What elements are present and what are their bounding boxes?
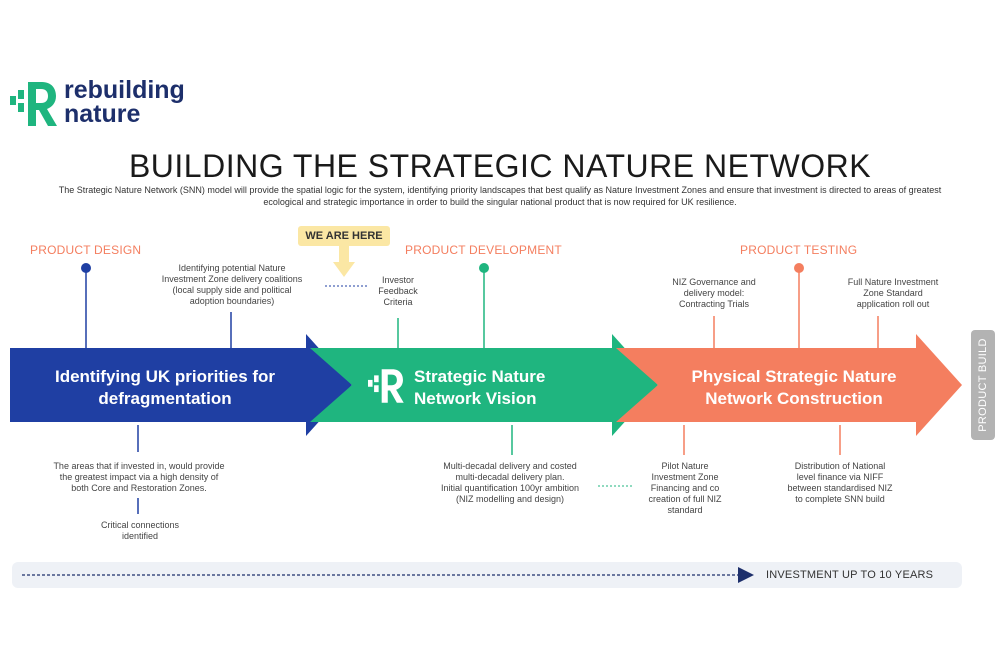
note-line: Feedback (378, 286, 418, 296)
arrow-3-line2: Network Construction (705, 389, 883, 408)
note-line: Full Nature Investment (847, 277, 939, 287)
arrow-1-label: Identifying UK priorities for defragment… (30, 366, 300, 410)
investment-label: INVESTMENT UP TO 10 YEARS (766, 569, 934, 581)
note-line: identified (121, 531, 159, 541)
page-title: BUILDING THE STRATEGIC NATURE NETWORK (128, 148, 872, 184)
note-national-finance: Distribution of National level finance v… (770, 461, 910, 505)
note-line: adoption boundaries) (189, 296, 275, 306)
rebuilding-nature-logo-icon (10, 82, 57, 126)
note-line: level finance via NIFF (796, 472, 884, 482)
logo-line2: nature (64, 100, 141, 128)
product-build-tab: PRODUCT BUILD (971, 330, 995, 440)
note-line: standard (667, 505, 703, 515)
stage-product-testing: PRODUCT TESTING (740, 243, 858, 257)
note-line: Investment Zone (651, 472, 719, 482)
product-build-label: PRODUCT BUILD (977, 338, 989, 432)
note-line: multi-decadal delivery plan. (455, 472, 565, 482)
note-line: Investment Zone delivery coalitions (161, 274, 303, 284)
note-delivery-plan: Multi-decadal delivery and costed multi-… (420, 461, 600, 505)
arrow-3-line1: Physical Strategic Nature (691, 367, 897, 386)
arrow-1-line1: Identifying UK priorities for (54, 367, 276, 386)
we-are-here-badge: WE ARE HERE (298, 226, 390, 246)
note-line: creation of full NIZ (648, 494, 722, 504)
note-line: Initial quantification 100yr ambition (440, 483, 580, 493)
logo-wordmark: rebuilding nature (64, 76, 185, 128)
note-line: Zone Standard (863, 288, 923, 298)
arrow-stage-2 (310, 334, 658, 436)
note-line: (NIZ modelling and design) (455, 494, 565, 504)
note-investor-feedback: Investor Feedback Criteria (364, 275, 432, 308)
note-line: the greatest impact via a high density o… (59, 472, 219, 482)
note-line: Financing and co (650, 483, 720, 493)
arrow-3-label: Physical Strategic Nature Network Constr… (662, 366, 926, 410)
arrow-stage-3 (616, 334, 962, 436)
arrow-2-label: Strategic Nature Network Vision (414, 366, 545, 410)
note-line: Identifying potential Nature (178, 263, 286, 273)
down-arrow-icon (333, 246, 355, 277)
arrow-2-line2: Network Vision (414, 389, 537, 408)
note-line: Distribution of National (794, 461, 886, 471)
note-niz-governance: NIZ Governance and delivery model: Contr… (650, 277, 778, 310)
note-line: The areas that if invested in, would pro… (53, 461, 225, 471)
process-arrows (10, 334, 962, 436)
arrow-stage-1 (10, 334, 352, 436)
note-line: (local supply side and political (172, 285, 292, 295)
note-full-niz-standard: Full Nature Investment Zone Standard app… (826, 277, 960, 310)
stage-product-design: PRODUCT DESIGN (30, 243, 142, 257)
arrow-2-line1: Strategic Nature (414, 367, 546, 386)
note-line: to complete SNN build (795, 494, 885, 504)
investment-arrow-icon (22, 567, 754, 583)
note-line: Criteria (383, 297, 413, 307)
note-critical-connections: Critical connections identified (80, 520, 200, 542)
note-delivery-coalitions: Identifying potential Nature Investment … (140, 263, 324, 307)
r-logo-icon (368, 369, 404, 403)
arrow-1-line2: defragmentation (98, 389, 232, 408)
stage-product-development: PRODUCT DEVELOPMENT (405, 243, 562, 257)
note-line: Critical connections (100, 520, 180, 530)
page-subtitle: The Strategic Nature Network (SNN) model… (58, 185, 942, 207)
note-line: Contracting Trials (678, 299, 750, 309)
note-line: both Core and Restoration Zones. (71, 483, 207, 493)
note-line: application roll out (856, 299, 930, 309)
note-line: between standardised NIZ (787, 483, 893, 493)
note-line: NIZ Governance and (672, 277, 756, 287)
note-line: delivery model: (683, 288, 745, 298)
note-line: Investor (381, 275, 414, 285)
note-line: Pilot Nature (661, 461, 709, 471)
note-pilot-niz: Pilot Nature Investment Zone Financing a… (630, 461, 740, 516)
note-line: Multi-decadal delivery and costed (443, 461, 577, 471)
note-priority-areas: The areas that if invested in, would pro… (28, 461, 250, 494)
logo-line1: rebuilding (64, 76, 185, 104)
